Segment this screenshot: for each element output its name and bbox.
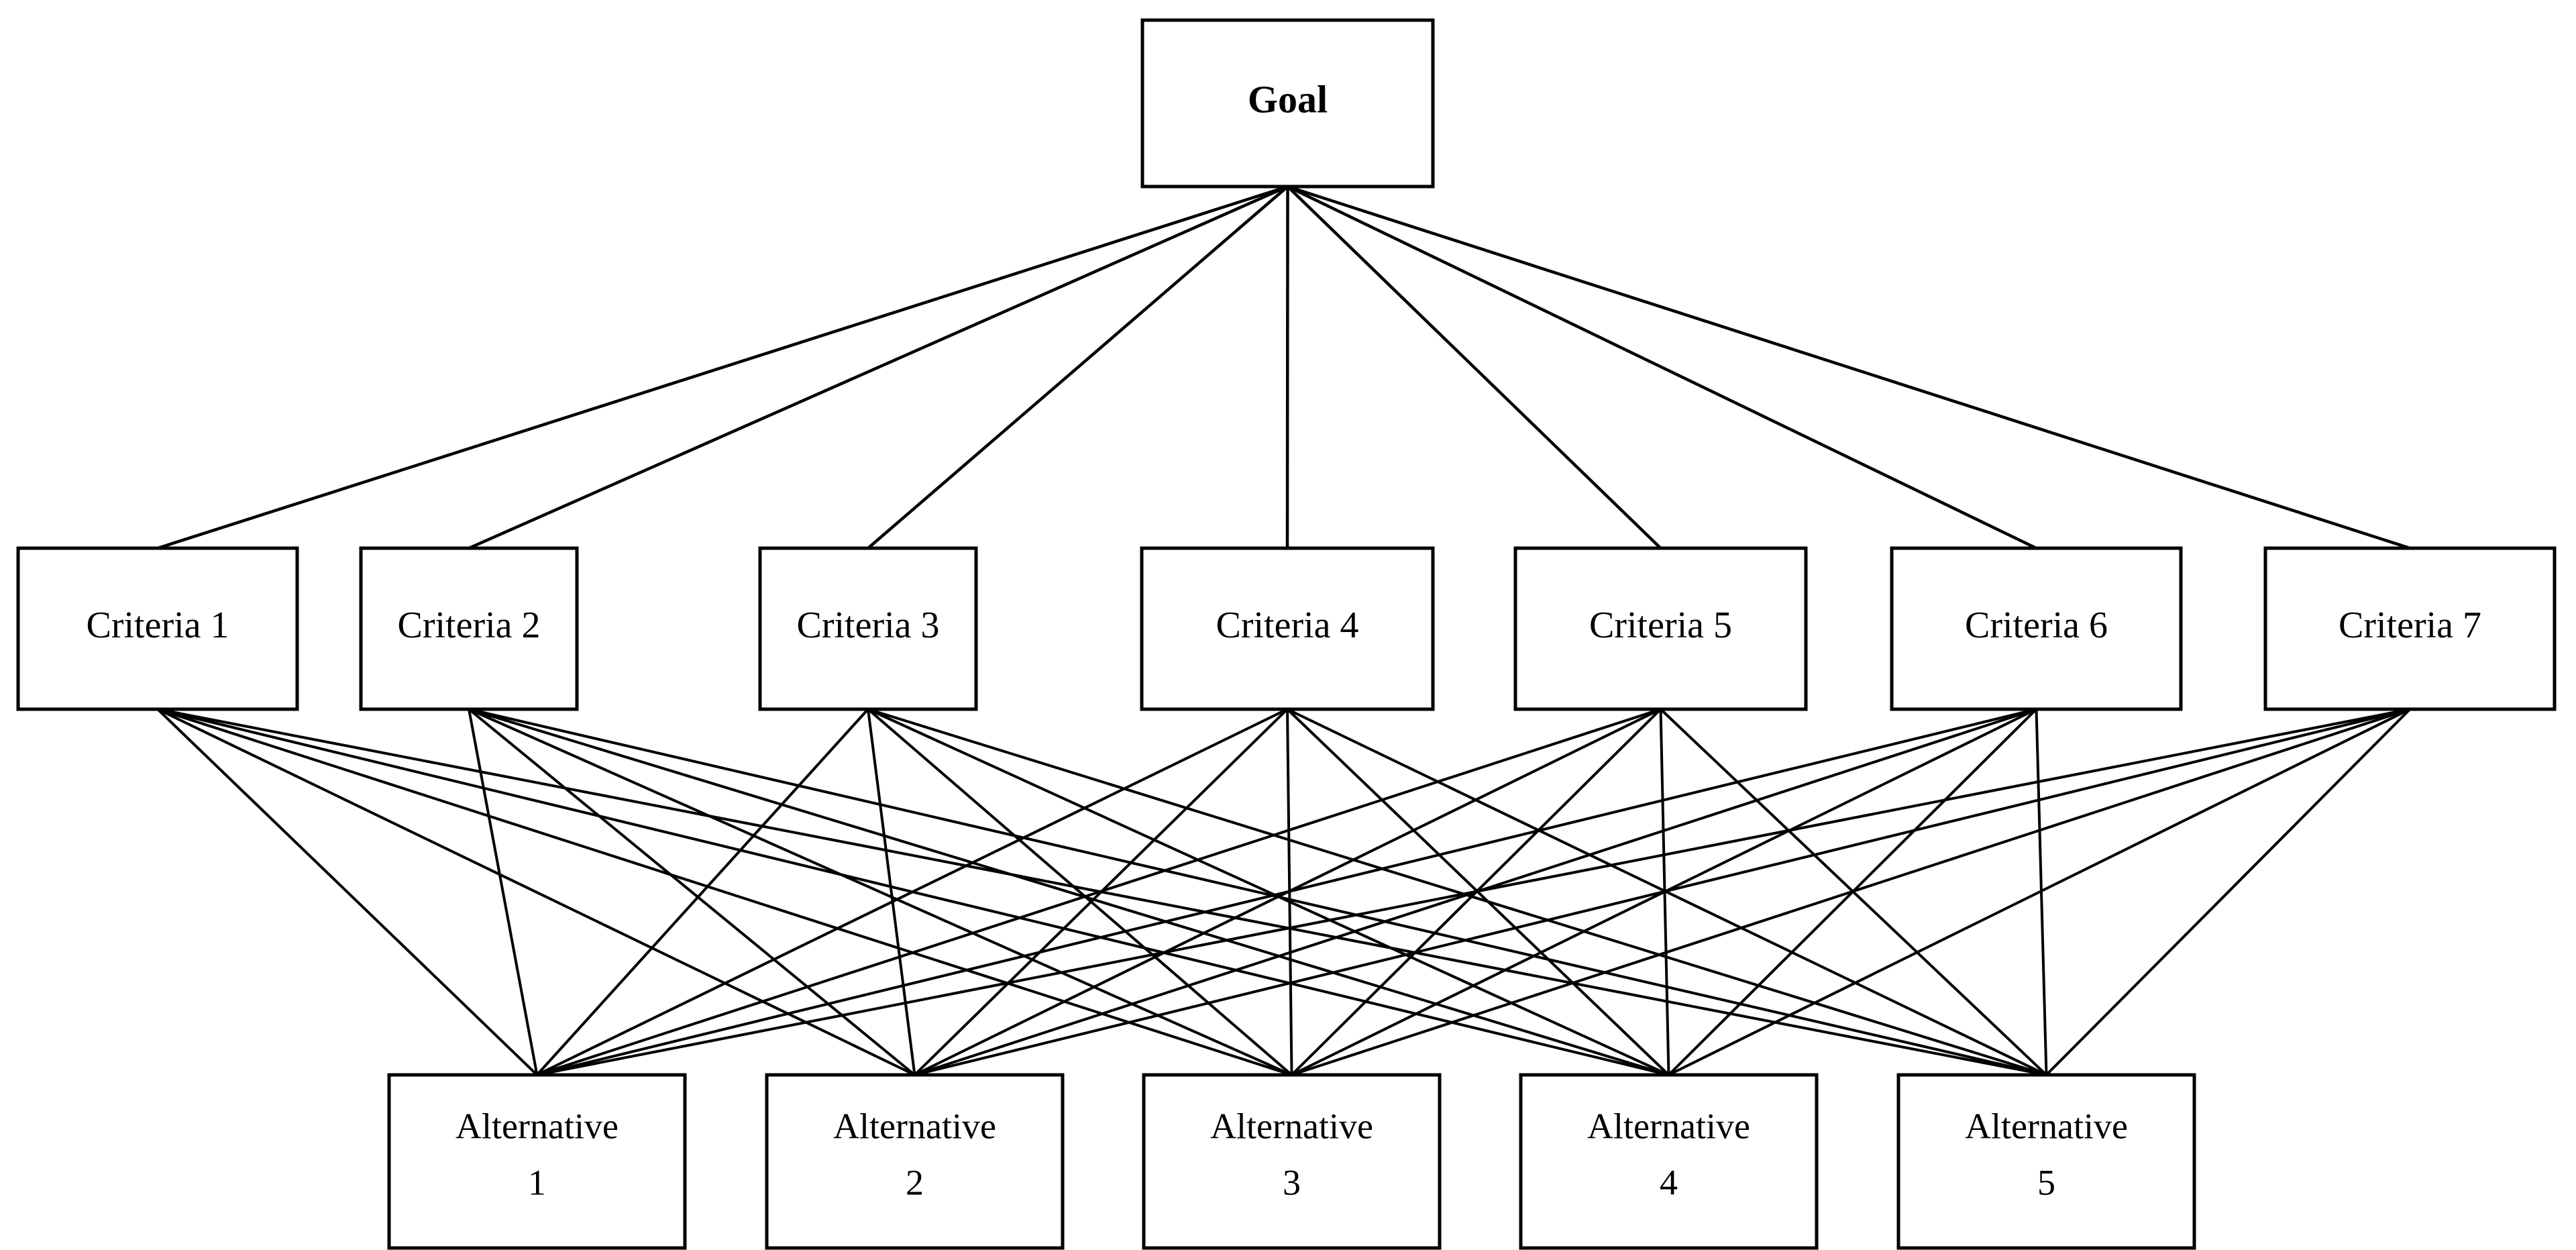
edge-goal-to-criteria-3: [867, 185, 1289, 550]
criteria-5-box[interactable]: [1513, 546, 1808, 711]
alternative-label-2-line1: Alternative: [833, 1106, 996, 1146]
alternative-label-3-line2: 3: [1283, 1162, 1301, 1202]
edge-criteria-2-to-alternative-3: [468, 708, 1293, 1076]
edge-criteria-1-to-alternative-1: [156, 708, 538, 1076]
edge-criteria-3-to-alternative-4: [867, 708, 1670, 1076]
edge-criteria-7-to-alternative-2: [914, 708, 2410, 1076]
criteria-label-7: Criteria 7: [2339, 605, 2481, 646]
edge-goal-to-criteria-6: [1287, 185, 2037, 550]
alternative-label-1-line2: 1: [528, 1162, 546, 1202]
edge-goal-to-criteria-2: [468, 185, 1289, 550]
edge-goal-to-criteria-1: [157, 185, 1289, 550]
criteria-label-4: Criteria 4: [1216, 605, 1358, 646]
edge-criteria-2-to-alternative-5: [468, 708, 2047, 1076]
criteria-label-2: Criteria 2: [397, 605, 540, 646]
alternative-node-group: Alternative 1 Alternative 2 Alternative 3 Alte…: [387, 1073, 2196, 1250]
alternative-label-3-line1: Alternative: [1210, 1106, 1373, 1146]
edge-criteria-4-to-alternative-1: [536, 708, 1288, 1076]
edge-criteria-2-to-alternative-4: [468, 708, 1670, 1076]
alternative-4-box[interactable]: [1519, 1073, 1819, 1250]
edge-criteria-7-to-alternative-5: [2045, 708, 2411, 1076]
criteria-label-1: Criteria 1: [86, 605, 229, 646]
criteria-node-group: Criteria 1 Criteria 2 Criteria 3 Criteria 4…: [16, 546, 2557, 711]
edge-criteria-1-to-alternative-3: [157, 708, 1293, 1076]
criteria-to-alternatives-edges: [156, 708, 2411, 1076]
edge-criteria-5-to-alternative-1: [536, 708, 1662, 1076]
goal-to-criteria-edges: [157, 185, 2411, 550]
criteria-4-box[interactable]: [1140, 546, 1435, 711]
alternative-2-box[interactable]: [765, 1073, 1065, 1250]
criteria-3-box[interactable]: [758, 546, 978, 711]
goal-box[interactable]: [1140, 18, 1435, 189]
criteria-label-6: Criteria 6: [1965, 605, 2108, 646]
edge-goal-to-criteria-4: [1285, 186, 1289, 549]
alternative-3-box[interactable]: [1142, 1073, 1442, 1250]
edge-criteria-7-to-alternative-3: [1291, 708, 2411, 1076]
edge-goal-to-criteria-5: [1286, 185, 1662, 550]
alternative-label-1-line1: Alternative: [455, 1106, 619, 1146]
edge-criteria-3-to-alternative-1: [536, 708, 869, 1076]
edge-goal-to-criteria-7: [1287, 185, 2411, 550]
edge-criteria-2-to-alternative-2: [468, 708, 916, 1076]
edge-criteria-7-to-alternative-1: [537, 708, 2410, 1076]
alternative-1-box[interactable]: [387, 1073, 687, 1250]
alternative-label-4-line1: Alternative: [1587, 1106, 1750, 1146]
edge-criteria-2-to-alternative-1: [468, 709, 539, 1076]
alternative-label-2-line2: 2: [906, 1162, 924, 1202]
alternative-5-box[interactable]: [1896, 1073, 2196, 1250]
alternative-label-5-line2: 5: [2037, 1162, 2055, 1202]
alternative-label-4-line2: 4: [1660, 1162, 1678, 1202]
goal-label: Goal: [1248, 77, 1328, 121]
edge-criteria-7-to-alternative-4: [1668, 708, 2411, 1076]
edge-criteria-6-to-alternative-1: [537, 708, 2037, 1076]
edge-criteria-3-to-alternative-5: [867, 708, 2047, 1076]
criteria-label-5: Criteria 5: [1589, 605, 1732, 646]
criteria-6-box[interactable]: [1890, 546, 2183, 711]
goal-node-group: Goal: [1140, 18, 1435, 189]
criteria-1-box[interactable]: [16, 546, 299, 711]
edge-criteria-3-to-alternative-3: [867, 708, 1293, 1076]
alternative-label-5-line1: Alternative: [1965, 1106, 2128, 1146]
criteria-label-3: Criteria 3: [796, 605, 939, 646]
edge-criteria-3-to-alternative-2: [867, 709, 916, 1076]
criteria-7-box[interactable]: [2263, 546, 2557, 711]
criteria-2-box[interactable]: [359, 546, 579, 711]
